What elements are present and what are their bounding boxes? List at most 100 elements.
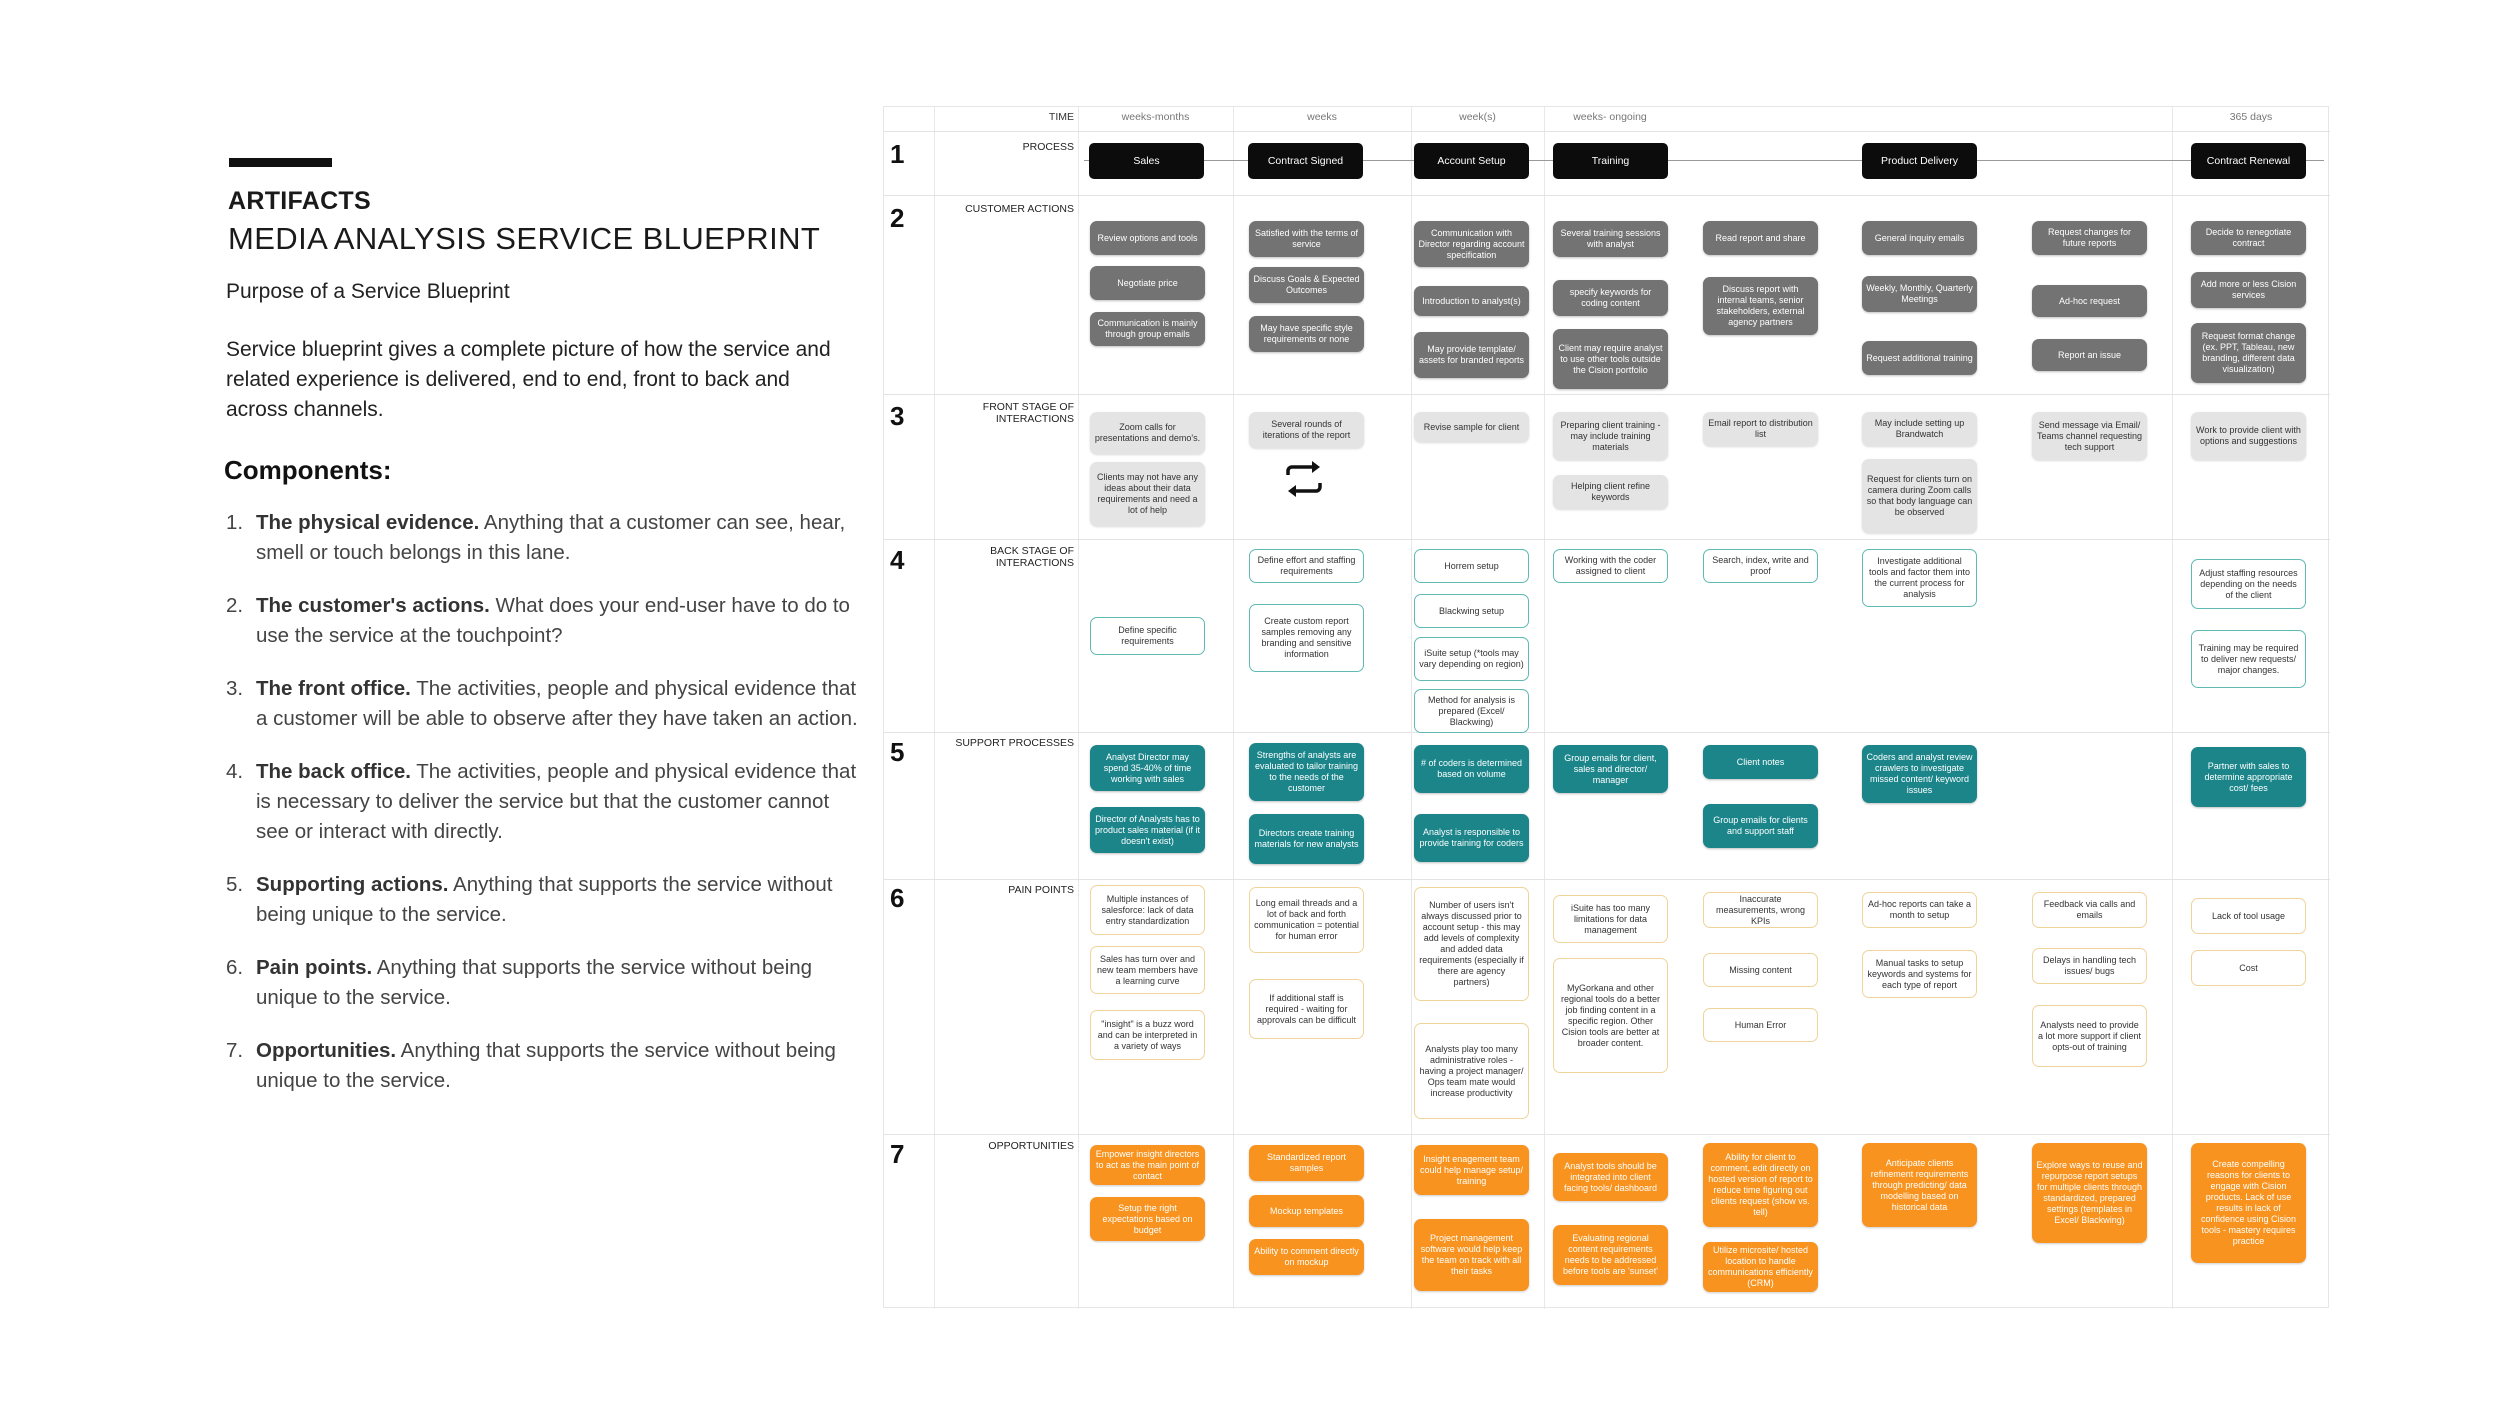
back-stage-card: Method for analysis is prepared (Excel/ … [1414, 689, 1529, 733]
time-label: weeks- ongoing [1573, 111, 1647, 123]
process-step: Training [1553, 143, 1668, 179]
item-term: Opportunities. [256, 1039, 397, 1062]
support-card: Client notes [1703, 745, 1818, 779]
item-term: The front office. [256, 677, 411, 700]
support-card: # of coders is determined based on volum… [1414, 745, 1529, 793]
lane-label-front-stage: FRONT STAGE OF INTERACTIONS [982, 401, 1074, 425]
column-divider [1411, 107, 1412, 1309]
item-term: Supporting actions. [256, 873, 449, 896]
component-item: 3.The front office. The activities, peop… [226, 674, 866, 734]
lane-label-support: SUPPORT PROCESSES [955, 737, 1074, 749]
support-card: Director of Analysts has to product sale… [1090, 807, 1205, 853]
pain-point-card: If additional staff is required - waitin… [1249, 979, 1364, 1039]
lane-divider [884, 131, 2330, 132]
front-stage-card: Several rounds of iterations of the repo… [1249, 412, 1364, 448]
purpose-heading: Purpose of a Service Blueprint [226, 280, 510, 303]
back-stage-card: Define specific requirements [1090, 617, 1205, 655]
process-step: Sales [1089, 143, 1204, 179]
front-stage-card: Preparing client training - may include … [1553, 412, 1668, 460]
item-description: What does your end-user have to do to us… [256, 594, 850, 647]
customer-action-card: Read report and share [1703, 221, 1818, 255]
process-step: Product Delivery [1862, 143, 1977, 179]
process-step: Contract Signed [1248, 143, 1363, 179]
item-description: Anything that a customer can see, hear, … [256, 511, 846, 564]
components-heading: Components: [224, 455, 392, 485]
lane-divider [884, 732, 2330, 733]
front-stage-card: May include setting up Brandwatch [1862, 412, 1977, 446]
customer-action-card: Several training sessions with analyst [1553, 221, 1668, 257]
lane-number: 6 [890, 883, 905, 913]
support-card: Group emails for client, sales and direc… [1553, 745, 1668, 793]
pain-point-card: Long email threads and a lot of back and… [1249, 887, 1364, 953]
lane-label-opportunities: OPPORTUNITIES [988, 1140, 1074, 1152]
pain-point-card: Sales has turn over and new team members… [1090, 946, 1205, 994]
item-description: Anything that supports the service witho… [256, 956, 813, 1009]
item-term: The back office. [256, 760, 411, 783]
lane-number: 5 [890, 737, 905, 767]
back-stage-card: Define effort and staffing requirements [1249, 549, 1364, 583]
pain-point-card: Missing content [1703, 953, 1818, 987]
back-stage-card: iSuite setup (*tools may vary depending … [1414, 637, 1529, 681]
item-description: Anything that supports the service witho… [256, 1039, 836, 1092]
back-stage-card: Blackwing setup [1414, 594, 1529, 628]
front-stage-card: Helping client refine keywords [1553, 475, 1668, 509]
component-item: 7.Opportunities. Anything that supports … [226, 1036, 866, 1096]
time-label: weeks-months [1121, 111, 1190, 123]
pain-point-card: Inaccurate measurements, wrong KPIs [1703, 892, 1818, 928]
component-item: 1.The physical evidence. Anything that a… [226, 508, 866, 568]
lane-divider [884, 1134, 2330, 1135]
lane-divider [884, 394, 2330, 395]
opportunity-card: Evaluating regional content requirements… [1553, 1225, 1668, 1285]
customer-action-card: Negotiate price [1090, 266, 1205, 300]
support-card: Strengths of analysts are evaluated to t… [1249, 743, 1364, 801]
item-number: 4. [226, 760, 244, 783]
item-number: 1. [226, 511, 244, 534]
customer-action-card: Decide to renegotiate contract [2191, 221, 2306, 255]
item-number: 3. [226, 677, 244, 700]
column-divider [934, 107, 935, 1309]
customer-action-card: Request additional training [1862, 341, 1977, 375]
customer-action-card: Introduction to analyst(s) [1414, 286, 1529, 316]
lane-number: 1 [890, 139, 905, 169]
customer-action-card: Weekly, Monthly, Quarterly Meetings [1862, 276, 1977, 312]
opportunity-card: Ability to comment directly on mockup [1249, 1239, 1364, 1275]
lane-divider [884, 539, 2330, 540]
opportunity-card: Anticipate clients refinement requiremen… [1862, 1143, 1977, 1227]
opportunity-card: Ability for client to comment, edit dire… [1703, 1143, 1818, 1227]
pain-point-card: Delays in handling tech issues/ bugs [2032, 948, 2147, 984]
opportunity-card: Analyst tools should be integrated into … [1553, 1153, 1668, 1201]
opportunity-card: Utilize microsite/ hosted location to ha… [1703, 1242, 1818, 1292]
item-term: The customer's actions. [256, 594, 490, 617]
lane-label-back-stage: BACK STAGE OF INTERACTIONS [990, 545, 1074, 569]
lane-label-process: PROCESS [1022, 141, 1074, 153]
component-item: 5.Supporting actions. Anything that supp… [226, 870, 866, 930]
pain-point-card: Ad-hoc reports can take a month to setup [1862, 892, 1977, 928]
customer-action-card: Communication is mainly through group em… [1090, 312, 1205, 346]
opportunity-card: Mockup templates [1249, 1195, 1364, 1227]
front-stage-card: Request for clients turn on camera durin… [1862, 459, 1977, 533]
opportunity-card: Project management software would help k… [1414, 1219, 1529, 1291]
time-label: 365 days [2229, 111, 2273, 123]
customer-action-card: Ad-hoc request [2032, 285, 2147, 317]
component-item: 4. The back office. The activities, peopl… [226, 757, 866, 847]
pain-point-card: iSuite has too many limitations for data… [1553, 895, 1668, 943]
customer-action-card: Discuss report with internal teams, seni… [1703, 277, 1818, 335]
item-description: The activities, people and physical evid… [256, 760, 857, 843]
accent-bar [229, 158, 332, 167]
back-stage-card: Create custom report samples removing an… [1249, 604, 1364, 672]
front-stage-card: Email report to distribution list [1703, 412, 1818, 446]
support-card: Partner with sales to determine appropri… [2191, 747, 2306, 807]
lane-label-pain-points: PAIN POINTS [1008, 884, 1074, 896]
support-card: Directors create training materials for … [1249, 814, 1364, 864]
column-divider [1233, 107, 1234, 1309]
customer-action-card: May have specific style requirements or … [1249, 316, 1364, 352]
process-step: Contract Renewal [2191, 143, 2306, 179]
lane-label-customer-actions: CUSTOMER ACTIONS [965, 203, 1074, 215]
support-card: Group emails for clients and support sta… [1703, 804, 1818, 848]
page-title: MEDIA ANALYSIS SERVICE BLUEPRINT [228, 221, 821, 256]
component-item: 6.Pain points. Anything that supports th… [226, 953, 866, 1013]
process-connector [1084, 160, 2324, 161]
back-stage-card: Training may be required to deliver new … [2191, 630, 2306, 688]
components-list: 1.The physical evidence. Anything that a… [226, 508, 866, 1119]
pain-point-card: Cost [2191, 950, 2306, 986]
